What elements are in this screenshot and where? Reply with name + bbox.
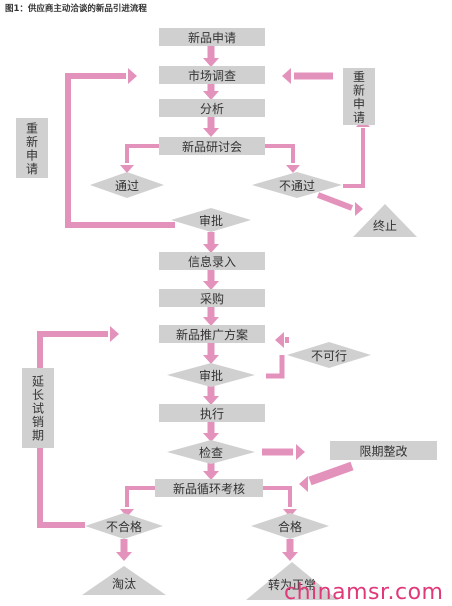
box-label-cycle-review: 新品循环考核: [173, 481, 245, 496]
diamond-inspect: [167, 440, 255, 464]
arrow-infeasible-to-plan-head: [275, 332, 284, 348]
diamond-label-approve-2: 审批: [199, 368, 223, 383]
arrow-unqualified-to-eliminate-head: [116, 552, 132, 561]
arrow-meeting-to-pass: [125, 144, 160, 163]
arrow-reapply-loop: [65, 73, 175, 228]
box-label-new-product-apply: 新品申请: [188, 30, 236, 45]
triangle-to-regular: [246, 562, 338, 600]
arrow-cycle-to-qualified: [263, 486, 292, 507]
arrow-qualified-to-regular-head: [282, 552, 298, 561]
diamond-approve-1: [171, 208, 251, 232]
box-purchase: [159, 289, 265, 307]
box-promotion-plan: [159, 325, 265, 343]
box-deadline-fix: [330, 441, 437, 460]
arrow-cycle-to-unqualified: [125, 486, 155, 507]
flow-nodes: 新品申请市场调查分析新品研讨会通过不通过终止审批信息录入采购新品推广方案不可行审…: [16, 28, 437, 600]
arrow-extend-trial-loop-head: [110, 326, 119, 342]
triangle-terminate: [353, 204, 417, 237]
arrow-inspect-to-cycle-head: [203, 471, 219, 480]
watermark: chinamsr.com: [284, 580, 444, 605]
arrow-meeting-to-fail-head: [286, 165, 300, 173]
triangle-eliminate: [82, 566, 166, 595]
box-label-deadline-fix: 限期整改: [359, 444, 407, 459]
diamond-label-infeasible: 不可行: [311, 349, 347, 363]
triangle-label-terminate: 终止: [373, 218, 397, 233]
arrow-plan-to-approve2-head: [203, 355, 219, 364]
box-label-analysis: 分析: [200, 102, 224, 116]
arrow-purchase-to-plan-head: [203, 317, 219, 326]
box-label-execute: 执行: [200, 407, 224, 421]
box-info-entry: [159, 252, 265, 270]
arrow-reapply-to-survey-head: [282, 68, 291, 84]
diamond-fail: [252, 172, 342, 198]
diamond-label-pass: 通过: [115, 179, 139, 193]
box-label-promotion-plan: 新品推广方案: [176, 327, 248, 342]
arrow-approve2-to-execute-head: [203, 396, 219, 405]
diamond-pass: [90, 172, 164, 198]
arrow-fix-to-cycle-head: [299, 476, 308, 492]
flow-connectors: [37, 46, 370, 561]
arrow-execute-to-inspect-head: [203, 433, 219, 442]
arrow-survey-to-analysis-head: [203, 91, 219, 100]
arrow-reapply-loop-head: [128, 68, 137, 84]
box-execute: [159, 404, 265, 422]
side-label-extend-trial: 延长试销期: [32, 375, 44, 443]
side-label-reapply-right: 重新申请: [353, 70, 365, 125]
box-label-info-entry: 信息录入: [188, 254, 236, 269]
side-box-extend-trial: [22, 368, 54, 448]
diamond-approve-2: [167, 363, 255, 387]
diamond-label-inspect: 检查: [199, 445, 223, 460]
arrow-fail-to-terminate-head: [355, 202, 363, 216]
box-label-new-product-meeting: 新品研讨会: [182, 139, 242, 154]
diamond-label-approve-1: 审批: [199, 213, 223, 228]
arrow-fix-to-cycle: [308, 461, 354, 486]
box-new-product-apply: [159, 28, 265, 46]
arrow-meeting-to-pass-head: [120, 165, 134, 173]
triangle-label-eliminate: 淘汰: [112, 577, 136, 591]
arrow-entry-to-purchase-head: [203, 281, 219, 290]
arrow-cycle-to-unqualified-head: [120, 509, 134, 517]
arrow-meeting-to-fail: [262, 144, 295, 163]
arrow-fail-to-terminate: [316, 192, 354, 211]
side-box-reapply-right: [343, 68, 375, 125]
diamond-infeasible: [287, 342, 371, 368]
diamond-qualified: [251, 513, 329, 539]
diamond-label-qualified: 合格: [278, 519, 302, 534]
arrow-approve1-to-entry-head: [203, 244, 219, 253]
figure-title: 图1：供应商主动洽谈的新品引进流程: [5, 4, 147, 14]
arrow-fail-to-reapply: [343, 128, 365, 188]
side-label-reapply-left: 重新申请: [26, 121, 38, 176]
box-label-market-survey: 市场调查: [188, 68, 236, 83]
side-box-reapply-left: [16, 118, 48, 178]
triangle-label-to-regular: 转为正常: [268, 577, 316, 592]
diamond-label-unqualified: 不合格: [106, 519, 142, 534]
arrow-inspect-to-fix-head: [296, 444, 305, 460]
box-market-survey: [159, 66, 265, 84]
box-cycle-review: [155, 479, 263, 497]
arrow-apply-to-survey-head: [203, 58, 219, 67]
box-analysis: [159, 99, 265, 117]
diamond-unqualified: [85, 513, 163, 539]
box-new-product-meeting: [159, 137, 265, 155]
arrow-analysis-to-meeting-head: [203, 128, 219, 137]
arrow-approve2-to-infeasible: [266, 355, 285, 379]
diamond-label-fail: 不通过: [279, 179, 315, 193]
box-label-purchase: 采购: [200, 291, 224, 306]
